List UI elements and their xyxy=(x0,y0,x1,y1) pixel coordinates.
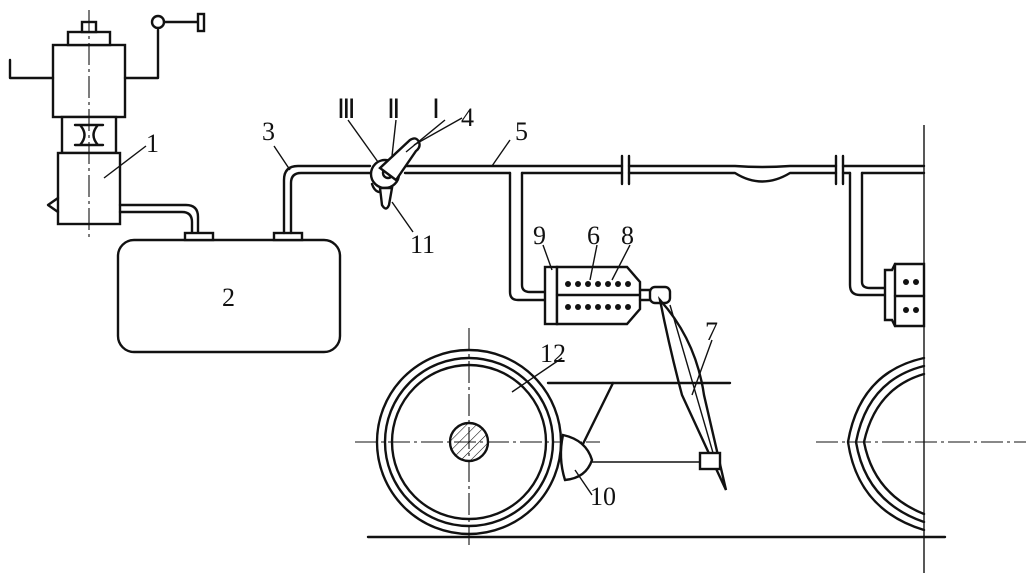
leader-3 xyxy=(273,145,291,171)
label-12: 12 xyxy=(540,339,566,368)
reservoir-inlet-flange xyxy=(183,231,215,242)
leader-pos-III xyxy=(347,119,379,163)
brake-shoe xyxy=(559,433,594,482)
brake-pipe xyxy=(403,154,926,186)
brake-pipe-seg-1 xyxy=(403,164,624,175)
supply-pipe-inner xyxy=(289,171,372,235)
label-11: 11 xyxy=(410,230,435,259)
leader-4 xyxy=(413,117,463,146)
leader-8 xyxy=(611,244,631,281)
second-wheel-outer xyxy=(846,356,926,532)
label-position-I: Ⅰ xyxy=(432,94,440,124)
label-4: 4 xyxy=(461,103,474,132)
second-branch-pipe-outer xyxy=(848,171,887,297)
branch-pipe-inner xyxy=(520,171,547,294)
leader-pos-I xyxy=(405,119,446,153)
compressor-right-pipe xyxy=(123,28,160,80)
supply-pipe-outer xyxy=(282,164,372,235)
label-3: 3 xyxy=(262,117,275,146)
leader-7 xyxy=(691,339,713,396)
label-6: 6 xyxy=(587,221,600,250)
wheel-front xyxy=(355,328,600,545)
second-wheel-ring xyxy=(854,364,926,524)
brake-pipe-seg-3 xyxy=(841,164,926,175)
label-1: 1 xyxy=(146,129,159,158)
brake-pipe-seg-2-top xyxy=(627,164,838,169)
second-wheel-disc xyxy=(862,372,926,516)
label-8: 8 xyxy=(621,221,634,250)
second-car xyxy=(816,171,1026,532)
cylinder-spring-top xyxy=(565,281,631,287)
leader-12 xyxy=(511,357,563,393)
handle-knob xyxy=(150,14,166,30)
label-position-III: Ⅲ xyxy=(337,94,356,124)
label-5: 5 xyxy=(515,117,528,146)
cylinder-end-cap xyxy=(543,265,559,326)
label-7: 7 xyxy=(705,317,718,346)
leader-pos-II xyxy=(391,119,397,157)
handle-grip xyxy=(196,12,206,33)
branch-pipe-outer xyxy=(508,171,547,302)
label-10: 10 xyxy=(590,482,616,511)
compressor-side-valve xyxy=(46,196,60,214)
second-branch-pipe-inner xyxy=(860,171,887,290)
leader-5 xyxy=(491,139,511,167)
brake-pipe-seg-2-bottom xyxy=(627,171,838,183)
compressor-outlet-pipe-inner xyxy=(118,210,194,236)
label-position-II: Ⅱ xyxy=(387,94,400,124)
leader-1 xyxy=(103,145,147,179)
lever-lower-pin xyxy=(698,451,722,471)
cylinder-spring-bottom xyxy=(565,304,631,310)
label-9: 9 xyxy=(533,221,546,250)
air-reservoir xyxy=(116,231,342,354)
leader-10 xyxy=(574,469,593,496)
brake-cylinder xyxy=(543,265,672,326)
leader-11 xyxy=(391,201,414,233)
leader-6 xyxy=(589,244,598,281)
reservoir-tank xyxy=(116,238,342,354)
compressor-left-pipe xyxy=(8,58,55,80)
compressor-outlet-pipe xyxy=(118,203,200,236)
brake-valve-exhaust xyxy=(378,186,394,210)
reservoir-outlet-flange xyxy=(272,231,304,242)
brake-hanger xyxy=(578,381,615,452)
air-compressor xyxy=(8,10,206,240)
label-2: 2 xyxy=(222,283,235,312)
leader-9 xyxy=(542,244,553,271)
